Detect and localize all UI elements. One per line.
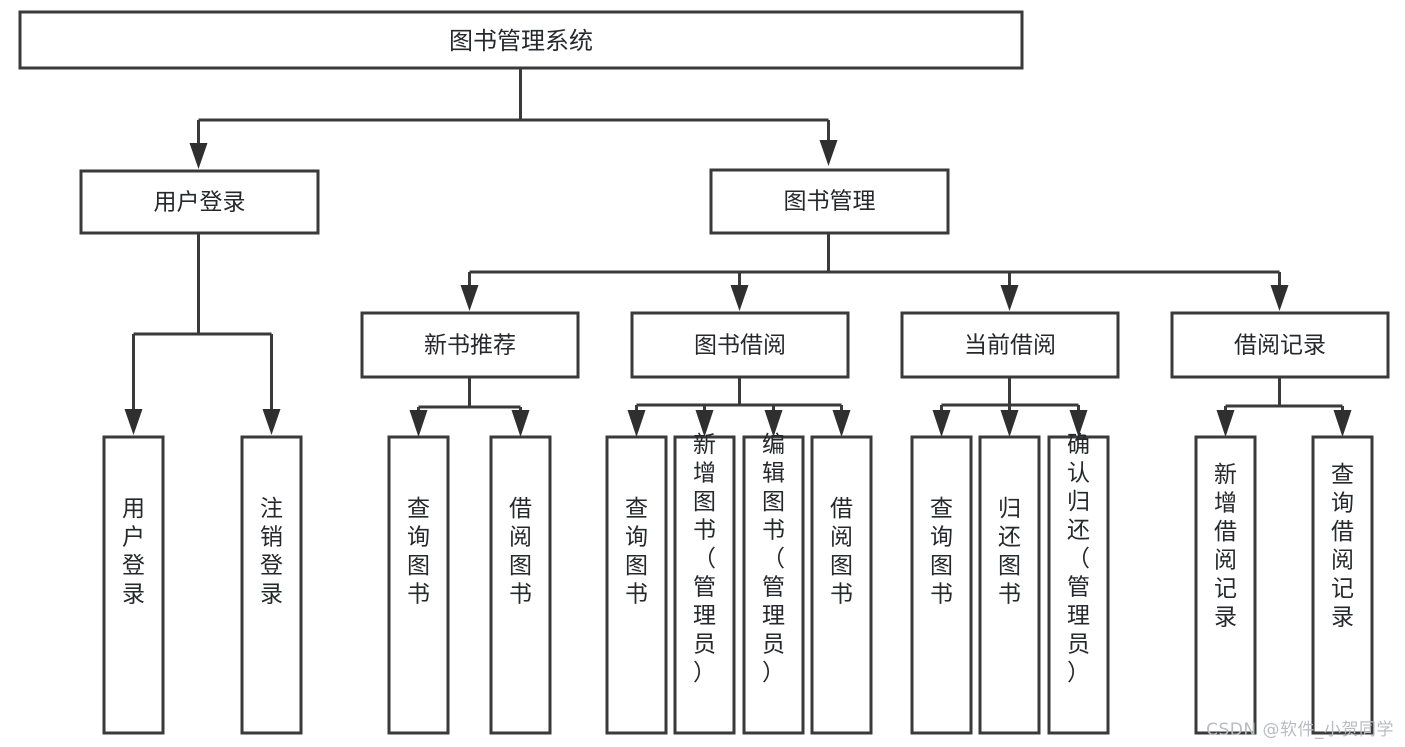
arrow-head-leaf-logout-login [262,409,281,435]
leaf-borrow-book-2[interactable]: 借阅图书 [810,435,873,735]
leaf-add-borrow-record-label: 新增借阅记录 [1214,462,1237,631]
arrow-head-leaf-query-book-2 [627,410,646,437]
leaf-query-book-1-label: 查询图书 [407,496,430,608]
arrow-head-leaf-confirm-return-admin [1069,410,1088,437]
node-book-manage[interactable]: 图书管理 [709,168,950,235]
leaf-confirm-return-admin-box[interactable] [1047,435,1110,735]
leaf-edit-book-admin[interactable]: 编辑图书（管理员） [742,432,805,735]
node-user-login-box[interactable] [79,169,320,235]
node-book-manage-label: 图书管理 [784,189,876,215]
leaf-borrow-book-1-label: 借阅图书 [509,496,532,608]
leaf-add-book-admin-box[interactable] [673,435,736,735]
node-book-borrow[interactable]: 图书借阅 [630,311,850,379]
arrow-head-book-manage [819,140,838,166]
node-current-borrow-label: 当前借阅 [964,333,1056,359]
node-book-manage-box[interactable] [709,168,950,235]
node-new-book-recommend[interactable]: 新书推荐 [360,311,580,379]
node-book-borrow-box[interactable] [630,311,850,379]
arrow-head-leaf-return-book [1000,410,1019,437]
arrow-head-leaf-add-book-admin [695,410,714,437]
leaf-query-book-2-label: 查询图书 [625,496,648,608]
arrow-head-leaf-query-borrow-record [1333,410,1352,437]
arrow-head-user-login [189,143,208,169]
leaf-query-book-2[interactable]: 查询图书 [605,435,668,735]
leaf-add-borrow-record-box[interactable] [1194,435,1257,735]
arrow-head-leaf-user-login [124,409,143,435]
node-user-login-label: 用户登录 [154,190,246,216]
leaf-return-book-box[interactable] [978,435,1041,735]
leaf-logout-login-box[interactable] [240,435,303,735]
node-current-borrow-box[interactable] [900,311,1120,379]
leaf-add-book-admin[interactable]: 新增图书（管理员） [673,432,736,735]
node-new-book-recommend-label: 新书推荐 [424,333,516,359]
leaf-confirm-return-admin-label: 确认归还（管理员） [1067,432,1090,686]
arrow-head-leaf-borrow-book-1 [511,410,530,437]
leaf-query-book-3-label: 查询图书 [930,496,953,608]
leaf-add-book-admin-label: 新增图书（管理员） [693,432,716,686]
leaf-user-login-label: 用户登录 [122,496,145,608]
node-borrow-record-box[interactable] [1170,311,1390,379]
leaf-user-login-box[interactable] [102,435,165,735]
arrow-head-borrow-record [1270,285,1289,311]
node-borrow-record[interactable]: 借阅记录 [1170,311,1390,379]
leaf-query-borrow-record-label: 查询借阅记录 [1331,462,1354,631]
arrow-head-current-borrow [1000,285,1019,311]
leaf-return-book-label: 归还图书 [998,496,1021,608]
leaf-borrow-book-2-box[interactable] [810,435,873,735]
arrow-head-new-book-recommend [460,285,479,311]
leaf-user-login[interactable]: 用户登录 [102,435,165,735]
arrow-head-leaf-query-book-3 [932,410,951,437]
leaf-borrow-book-2-label: 借阅图书 [830,496,853,608]
arrow-head-leaf-add-borrow-record [1216,410,1235,437]
connectors [124,68,1352,437]
node-new-book-recommend-box[interactable] [360,311,580,379]
node-root-label: 图书管理系统 [449,27,593,55]
leaf-borrow-book-1[interactable]: 借阅图书 [489,435,552,735]
node-root[interactable]: 图书管理系统 [18,10,1024,70]
leaf-confirm-return-admin[interactable]: 确认归还（管理员） [1047,432,1110,735]
arrow-head-leaf-edit-book-admin [764,410,783,437]
leaf-add-borrow-record[interactable]: 新增借阅记录 [1194,435,1257,735]
leaf-edit-book-admin-label: 编辑图书（管理员） [762,432,785,686]
node-user-login[interactable]: 用户登录 [79,169,320,235]
watermark-text: CSDN @软件_小贺同学 [1206,720,1394,740]
leaf-query-book-3[interactable]: 查询图书 [910,435,973,735]
node-book-borrow-label: 图书借阅 [694,333,786,359]
node-root-box[interactable] [18,10,1024,70]
leaf-logout-login[interactable]: 注销登录 [240,435,303,735]
leaf-query-book-1[interactable]: 查询图书 [387,435,450,735]
node-borrow-record-label: 借阅记录 [1234,333,1326,359]
arrow-head-book-borrow [730,285,749,311]
leaf-return-book[interactable]: 归还图书 [978,435,1041,735]
leaf-query-book-1-box[interactable] [387,435,450,735]
leaf-query-borrow-record[interactable]: 查询借阅记录 [1311,435,1374,735]
arrow-head-leaf-borrow-book-2 [832,410,851,437]
leaf-edit-book-admin-box[interactable] [742,435,805,735]
leaf-query-book-2-box[interactable] [605,435,668,735]
leaf-logout-login-label: 注销登录 [260,496,283,608]
leaf-query-borrow-record-box[interactable] [1311,435,1374,735]
arrow-head-leaf-query-book-1 [409,410,428,437]
leaf-query-book-3-box[interactable] [910,435,973,735]
leaf-borrow-book-1-box[interactable] [489,435,552,735]
node-current-borrow[interactable]: 当前借阅 [900,311,1120,379]
